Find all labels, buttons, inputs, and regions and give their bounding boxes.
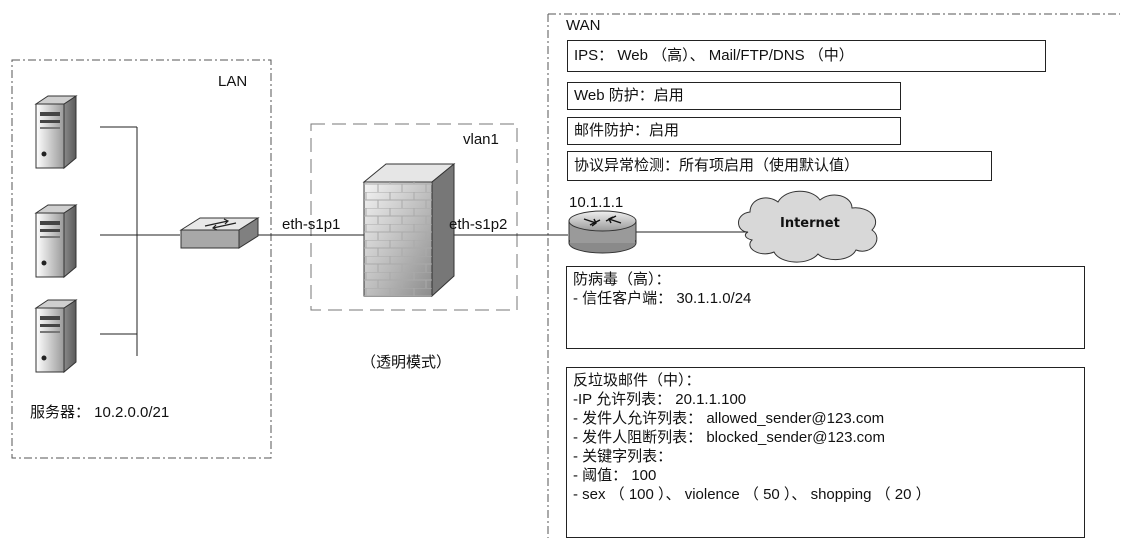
mode-label: （透明模式） — [361, 354, 452, 371]
server-icon — [34, 204, 78, 279]
antispam-keyword-list: - 关键字列表： — [573, 448, 673, 465]
antispam-sender-block: - 发件人阻断列表： blocked_sender@123.com — [573, 429, 885, 446]
router-ip-label: 10.1.1.1 — [569, 194, 624, 211]
server-icon — [34, 95, 78, 170]
antivirus-box: 防病毒（高）： - 信任客户端： 30.1.1.0/24 — [566, 266, 1085, 349]
antispam-box: 反垃圾邮件（中）： -IP 允许列表： 20.1.1.100 - 发件人允许列表… — [566, 367, 1085, 538]
web-protection-box: Web 防护：启用 — [567, 82, 901, 110]
antispam-keywords: - sex （ 100 ）、 violence （ 50 ）、 shopping… — [573, 486, 931, 503]
antispam-sender-allow: - 发件人允许列表： allowed_sender@123.com — [573, 410, 885, 427]
antispam-threshold: - 阈值： 100 — [573, 467, 657, 484]
servers-label: 服务器： 10.2.0.0/21 — [30, 404, 170, 421]
internet-cloud-icon — [738, 190, 878, 263]
antivirus-trusted-clients: - 信任客户端： 30.1.1.0/24 — [573, 290, 752, 307]
lan-zone — [11, 59, 272, 459]
protocol-anomaly-box: 协议异常检测：所有项启用（使用默认值） — [567, 151, 992, 181]
vlan-zone — [310, 123, 518, 311]
firewall-icon — [362, 162, 456, 298]
server-icon — [34, 299, 78, 374]
mail-protection-box: 邮件防护：启用 — [567, 117, 901, 145]
antispam-ip-allow: -IP 允许列表： 20.1.1.100 — [573, 391, 747, 408]
wan-zone — [547, 13, 1120, 538]
ips-box: IPS： Web （高）、 Mail/FTP/DNS （中） — [567, 40, 1046, 72]
wan-label: WAN — [566, 17, 601, 34]
vlan-label: vlan1 — [463, 131, 499, 148]
antivirus-title: 防病毒（高）： — [573, 271, 671, 288]
lan-label: LAN — [218, 73, 248, 90]
router-icon — [568, 210, 637, 254]
internet-label: Internet — [780, 216, 840, 231]
connection-lines — [100, 126, 748, 356]
interface-right-label: eth-s1p2 — [449, 216, 508, 233]
interface-left-label: eth-s1p1 — [282, 216, 341, 233]
switch-icon — [179, 217, 260, 249]
antispam-title: 反垃圾邮件（中）： — [573, 372, 701, 389]
